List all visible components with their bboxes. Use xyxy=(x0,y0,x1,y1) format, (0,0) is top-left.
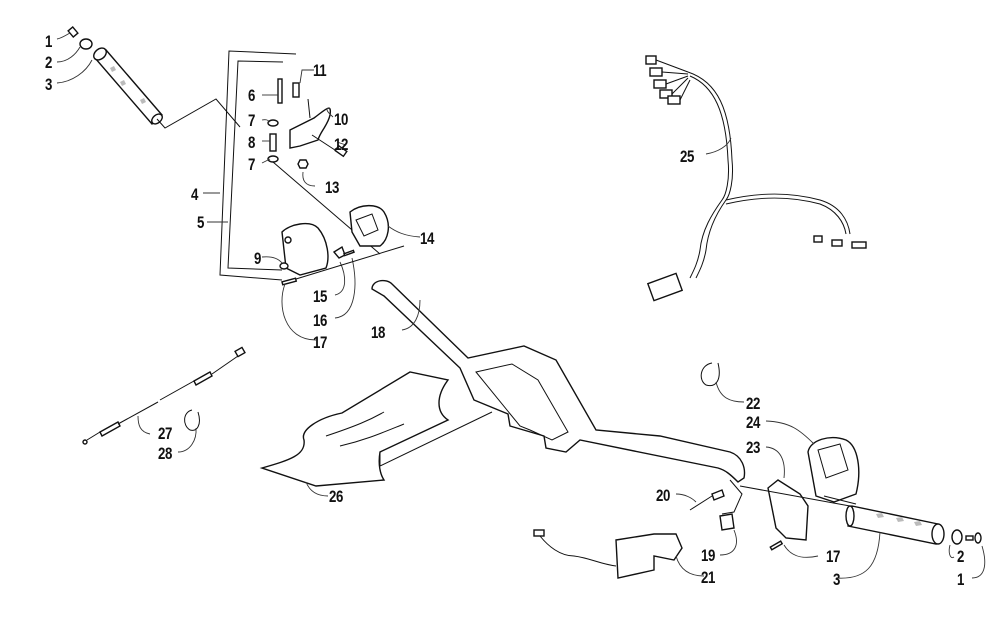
bushing-icon xyxy=(269,133,277,152)
callout-17b: 17 xyxy=(826,547,840,566)
handlebar xyxy=(371,279,746,483)
callout-7b: 7 xyxy=(248,155,255,174)
harness-connector-icon xyxy=(646,272,684,302)
callout-12: 12 xyxy=(334,135,348,154)
callout-18: 18 xyxy=(371,323,385,342)
callout-9: 9 xyxy=(254,249,261,268)
callout-1b: 1 xyxy=(957,570,964,589)
callout-25: 25 xyxy=(680,147,694,166)
callout-1: 1 xyxy=(45,32,52,51)
callout-15: 15 xyxy=(313,287,327,306)
callout-3b: 3 xyxy=(833,570,840,589)
right-grip-group xyxy=(823,495,986,579)
assembly-brackets xyxy=(203,50,297,281)
spring-icon xyxy=(292,82,300,98)
switch-housing-right-icon xyxy=(807,436,860,503)
callout-17: 17 xyxy=(313,333,327,352)
callout-26: 26 xyxy=(329,487,343,506)
callout-4: 4 xyxy=(191,185,198,204)
left-grip-group xyxy=(56,26,241,129)
grip-icon xyxy=(93,47,163,125)
screw-icon xyxy=(965,532,982,544)
callout-10: 10 xyxy=(334,110,348,129)
throttle-housing-icon xyxy=(281,222,329,276)
callout-23: 23 xyxy=(746,438,760,457)
switch-housing-base-icon xyxy=(767,479,809,541)
washer-icon xyxy=(951,529,963,545)
washer-icon xyxy=(79,38,93,50)
screw-icon xyxy=(769,540,784,551)
callout-14: 14 xyxy=(420,229,434,248)
washer-icon xyxy=(279,262,289,270)
cable-tie-icon xyxy=(184,409,200,431)
cable-tie-icon xyxy=(700,362,720,387)
screw-icon xyxy=(67,26,79,38)
grip-icon xyxy=(847,505,939,545)
callout-8: 8 xyxy=(248,133,255,152)
callout-16: 16 xyxy=(313,311,327,330)
switch-housing-left-icon xyxy=(349,204,390,247)
callout-2b: 2 xyxy=(957,547,964,566)
right-controls xyxy=(533,362,860,579)
callout-22: 22 xyxy=(746,394,760,413)
pin-icon xyxy=(277,78,283,104)
callout-19: 19 xyxy=(701,546,715,565)
heater-element-icon xyxy=(615,533,683,579)
washer-icon xyxy=(267,119,279,127)
callout-3: 3 xyxy=(45,75,52,94)
callout-11: 11 xyxy=(313,61,327,80)
nut-icon xyxy=(297,159,309,169)
throttle-cable xyxy=(82,346,246,453)
wiring-harness xyxy=(645,55,867,302)
handlebar-pad-icon xyxy=(259,371,450,487)
throttle-housing xyxy=(261,204,421,341)
callout-7: 7 xyxy=(248,111,255,130)
callout-20: 20 xyxy=(656,486,670,505)
clip-icon xyxy=(332,245,346,259)
callout-24: 24 xyxy=(746,413,760,432)
callout-2: 2 xyxy=(45,53,52,72)
callout-13: 13 xyxy=(325,178,339,197)
screw-icon xyxy=(343,249,355,257)
throttle-lever-icon xyxy=(289,107,332,149)
sensor-lead-icon xyxy=(334,144,348,158)
screw-icon xyxy=(281,277,298,286)
callout-5: 5 xyxy=(197,213,204,232)
callout-21: 21 xyxy=(701,568,715,587)
callout-6: 6 xyxy=(248,86,255,105)
callout-28: 28 xyxy=(158,444,172,463)
handlebar-pad xyxy=(259,371,493,497)
callout-27: 27 xyxy=(158,424,172,443)
